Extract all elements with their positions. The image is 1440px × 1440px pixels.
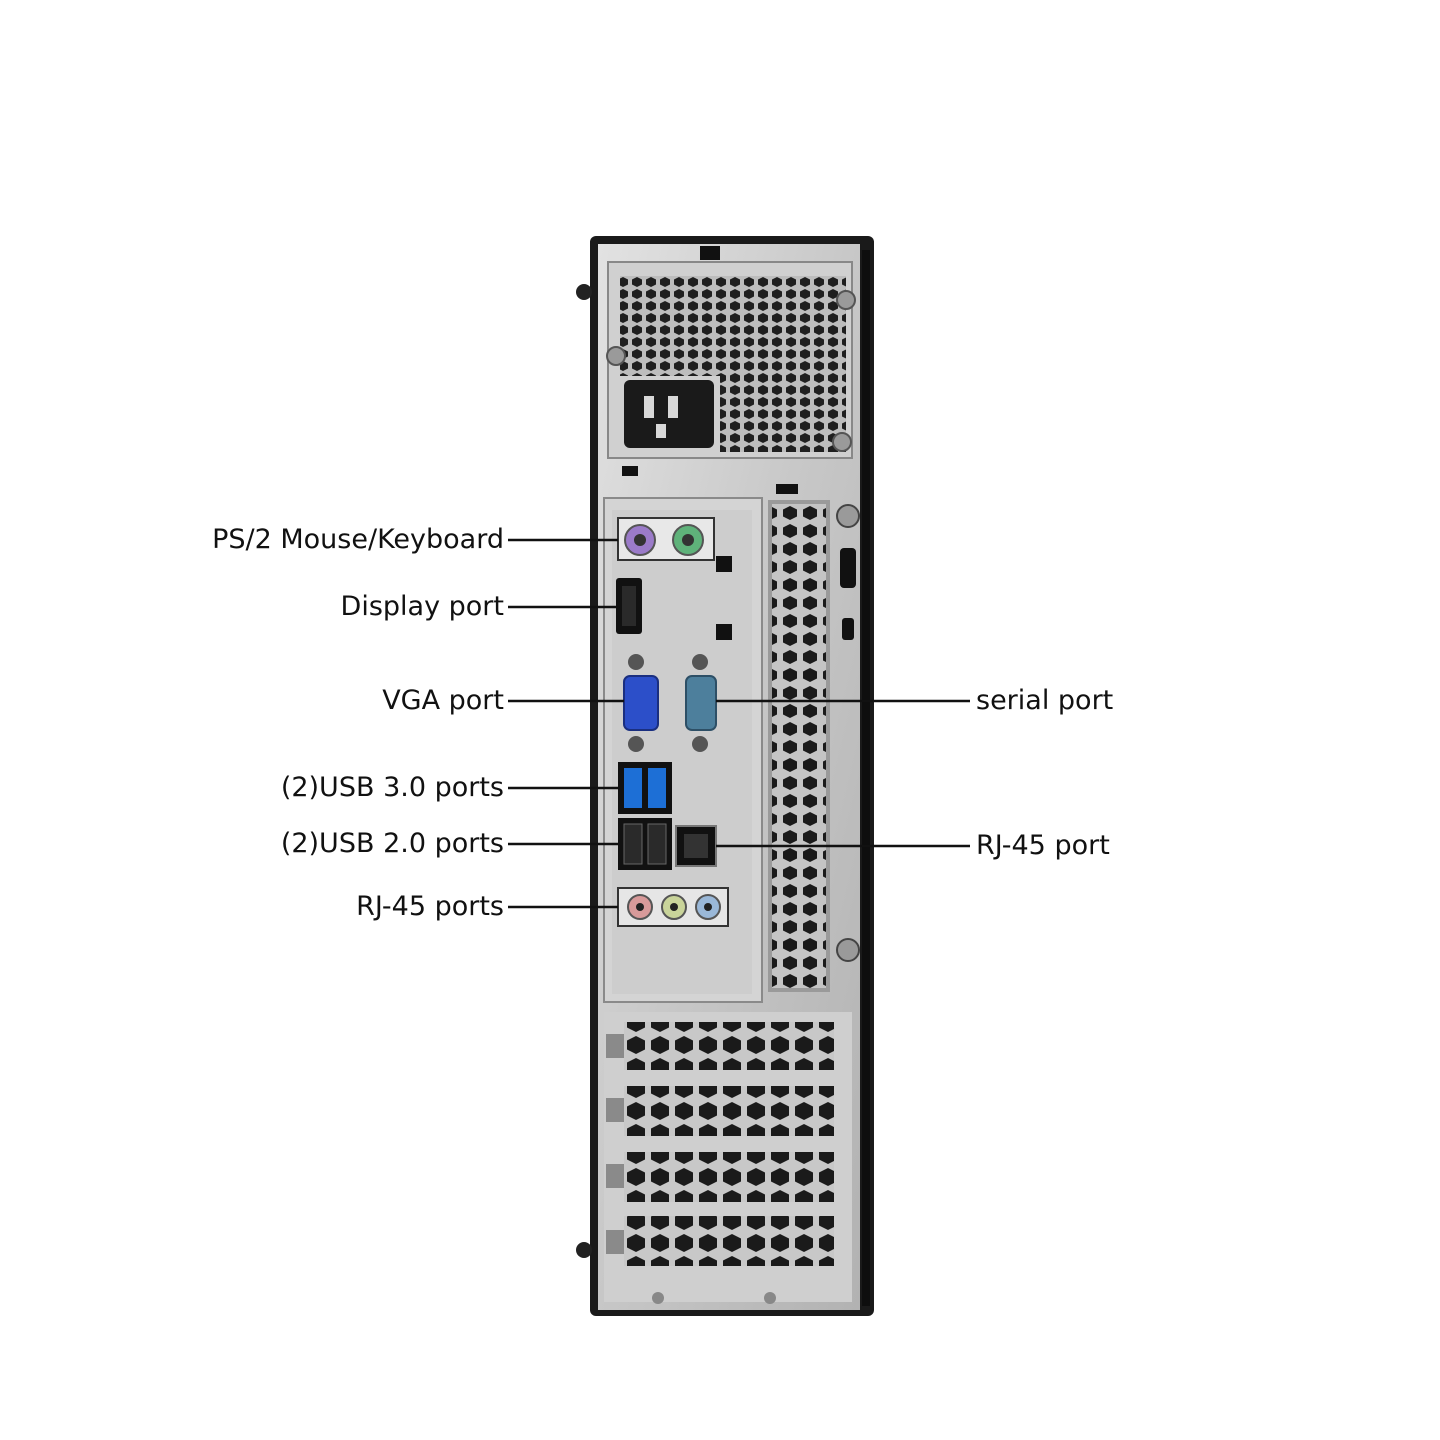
thumbscrew-icon	[836, 938, 860, 962]
usb2-port-icon	[647, 823, 667, 865]
slot-cover	[624, 1216, 834, 1266]
slot-cover	[624, 1022, 834, 1070]
serial-connector-icon	[685, 675, 717, 731]
leader-lines	[508, 538, 970, 909]
label-audio-ports: RJ-45 ports	[356, 891, 504, 922]
expansion-slots	[604, 1012, 852, 1304]
screw-icon	[832, 432, 852, 452]
label-usb2-ports: (2)USB 2.0 ports	[280, 828, 504, 859]
slot-cover	[624, 1086, 834, 1136]
ps2-ports	[617, 517, 715, 561]
usb2-ports	[618, 818, 672, 870]
usb2-port-icon	[623, 823, 643, 865]
label-vga-port: VGA port	[382, 685, 504, 716]
label-usb3-ports: (2)USB 3.0 ports	[280, 772, 504, 803]
vga-connector-icon	[623, 675, 659, 731]
power-supply	[606, 246, 856, 494]
usb3-port-icon	[624, 768, 642, 808]
serial-port	[685, 654, 717, 752]
displayport-port	[616, 578, 642, 634]
thumbscrew-icon	[836, 504, 860, 528]
screw-icon	[606, 346, 626, 366]
label-display-port: Display port	[340, 591, 504, 622]
usb3-port-icon	[648, 768, 666, 808]
rj45-port	[675, 825, 717, 867]
audio-jacks	[617, 887, 729, 927]
screw-icon	[836, 290, 856, 310]
side-vent	[768, 500, 860, 992]
label-rj45-port: RJ-45 port	[976, 830, 1110, 861]
vga-port	[623, 654, 659, 752]
usb3-ports	[618, 762, 672, 814]
label-serial-port: serial port	[976, 685, 1114, 716]
slot-cover	[624, 1152, 834, 1202]
label-ps2: PS/2 Mouse/Keyboard	[212, 524, 504, 555]
